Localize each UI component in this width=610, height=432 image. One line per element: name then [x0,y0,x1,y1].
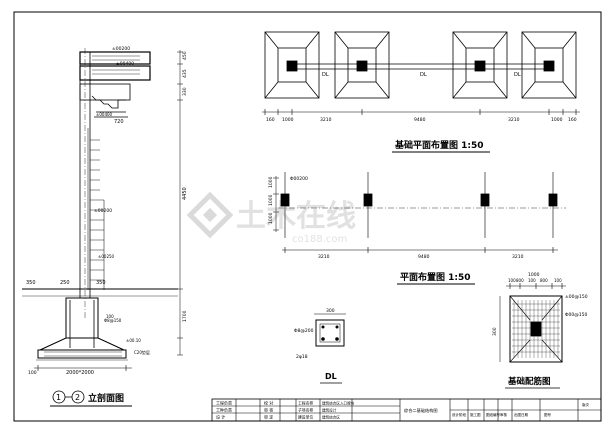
section-dim: 1700 [182,310,188,322]
section-mid-label: ±00400 [96,112,113,117]
fd-dim-1000: 1000 [528,272,540,278]
tb-cell: 建筑综合区 [322,415,340,420]
fp-dim: 9480 [414,117,426,123]
fp-dim: 1000 [282,117,294,123]
tb-cell: 审 定 [264,414,273,420]
section-ground-dim: 250 [60,280,70,286]
cp-left-dim: 1000 [268,194,274,206]
fp-dim: 1000 [551,117,563,123]
watermark-url: co188.com [292,234,347,245]
footing-plan [452,31,508,99]
section-ground-dim: 350 [26,280,36,286]
fd-top-dim: 100 [554,278,562,283]
tb-cell: 图纸编号 [486,412,500,417]
footing-reinforcement-detail [499,283,566,363]
tb-cell: 建筑综合区入口牌坊 [322,401,355,406]
tb-cell: 版次 [582,402,590,407]
fp-dim: 3210 [508,117,520,123]
footing-plan [521,31,577,99]
tb-cell: 工程名称 [298,401,313,406]
fd-left-dim: 300 [492,327,498,336]
dl-top-label: Φ8@200 [294,328,314,334]
dl-beam-label: DL [322,72,329,78]
section-base-dim: 2000*2000 [66,370,94,376]
cp-top-label: Φ00200 [290,176,308,182]
section-base-label: ±00.10 [126,338,141,343]
section-mid-dim: 720 [114,119,124,125]
watermark: 土木在线 co188.com [186,191,356,245]
section-elevation [22,48,183,371]
dl-dim: 300 [326,308,335,314]
foundation-plan-labels: DL DL DL 160 1000 3210 9480 3210 1000 16… [266,72,577,153]
tb-cell: 出图日期 [514,412,528,417]
foundation-plan [262,31,580,115]
tb-cell: 校 对 [264,400,273,406]
watermark-logo-icon [186,191,234,239]
dl-bottom-label: 2φ18 [296,354,308,360]
column-plan [273,172,566,253]
fd-top-dim: 800 [540,278,548,283]
fp-dim: 160 [266,117,275,123]
fd-top-dim: 100 [508,278,516,283]
section-beam-label: ±00200 [112,46,130,52]
footing-plan [334,31,390,99]
tb-cell: 审 核 [264,407,273,413]
fp-dim: 3210 [320,117,332,123]
tb-cell: 建筑设计 [322,408,337,413]
section-labels: ±00200 ±00400 450 435 330 4450 1700 720 … [26,46,188,376]
section-base-label: Φ8@150 [104,318,122,323]
section-ladder-label: ±00200 [94,208,112,214]
tb-cell: 审核 [500,412,508,417]
tb-cell: 工程负责 [216,400,232,406]
fp-dim: 160 [568,117,577,123]
section-dim: 330 [182,87,188,96]
watermark-brand: 土木在线 [236,199,356,234]
section-base-dim: 100 [28,370,37,376]
title-block [211,398,602,422]
section-base-label: 100 [106,314,114,319]
section-ladder-label: ±00250 [98,254,115,259]
cp-left-dim: 1000 [268,176,274,188]
section-dim: 435 [182,69,188,78]
title-block-text: 工程负责 工种负责 设 计 校 对 审 核 审 定 工程名称 子项名称 建设单位… [216,400,590,420]
fd-top-dim: 100 [528,278,536,283]
section-title-block: 1 2 立剖面图 [50,390,132,407]
dl-detail-title: DL [325,372,337,381]
dl-beam-label: DL [420,72,427,78]
footing-detail-title: 基础配筋图 [507,376,551,387]
dl-beam-detail [314,313,346,347]
section-dim: 450 [182,51,188,60]
tb-cell: 设计阶段 [452,412,466,417]
section-beam-label: ±00400 [116,61,134,67]
section-marker: 1 [56,393,61,402]
dl-detail-labels: Φ8@200 2φ18 300 DL [294,308,342,384]
section-ground-dim: 350 [96,280,106,286]
fd-right-label: Φ00@150 [565,312,587,318]
section-base-label: C20垫层 [134,349,150,355]
tb-cell: 设 计 [216,414,225,420]
tb-cell: 建设单位 [298,415,313,420]
dl-beam-label: DL [514,72,521,78]
tb-drawing-name: 综合二基础结构图 [404,407,438,414]
tb-cell: 工种负责 [216,407,232,413]
column-plan-labels: 1000 1000 1000 Φ00200 3210 9480 3210 平面布… [268,176,524,285]
cp-dim: 9480 [418,254,430,260]
cp-left-dim: 1000 [268,212,274,224]
cp-dim: 3210 [318,254,330,260]
foundation-plan-title: 基础平面布置图 1:50 [394,139,484,151]
fd-top-dim: 800 [516,278,524,283]
fd-right-label: ±00@150 [565,294,588,300]
tb-cell: 施工图 [470,412,481,417]
cp-dim: 3210 [512,254,524,260]
tb-cell: 图号 [544,412,552,417]
footing-detail-labels: 100 800 100 800 100 1000 ±00@150 Φ00@150… [492,272,588,389]
column-plan-title: 平面布置图 1:50 [400,271,471,283]
tb-cell: 子项名称 [298,408,313,413]
section-dim: 4450 [182,187,188,200]
section-marker: 2 [75,393,80,402]
footing-plan [264,31,320,99]
section-title: 立剖面图 [88,392,124,404]
